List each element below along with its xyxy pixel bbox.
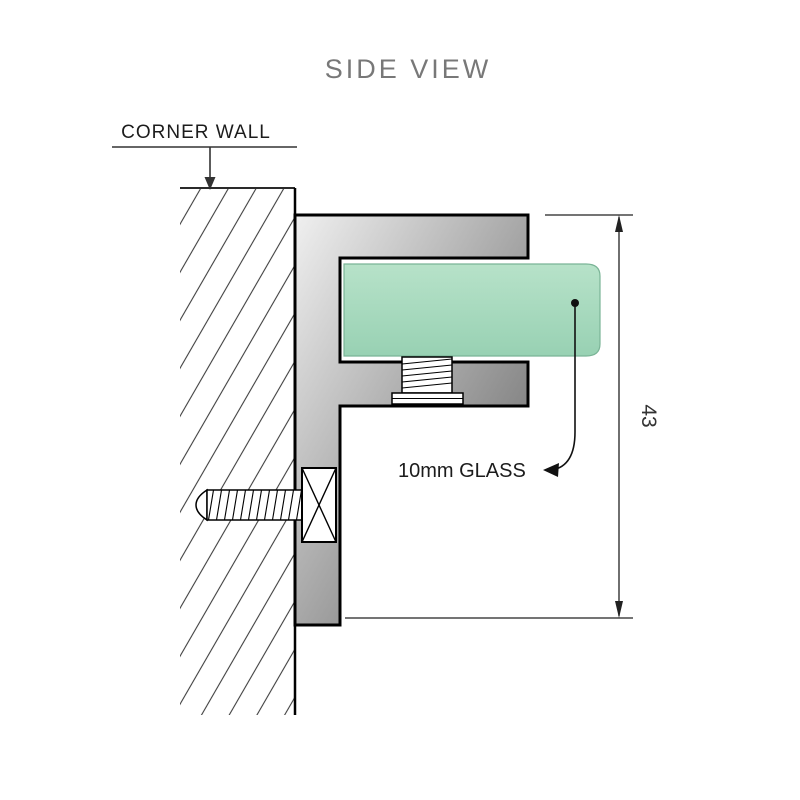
corner-wall-arrowhead-icon xyxy=(204,177,216,190)
grub-screw-thread xyxy=(401,382,453,389)
glass-panel xyxy=(343,263,601,357)
wall-screw xyxy=(195,467,337,543)
glass-clamp-bracket xyxy=(293,213,530,627)
dimension-label: 43 xyxy=(637,404,660,427)
glass-leader-arrowhead-icon xyxy=(543,463,559,477)
height-dimension: 43 xyxy=(345,214,660,619)
grub-screw-thread xyxy=(401,358,453,365)
wall-screw-threads xyxy=(206,489,303,521)
wall-screw-tip xyxy=(195,488,208,522)
glass-callout-label: 10mm GLASS xyxy=(398,460,526,482)
dimension-arrow-top-icon xyxy=(615,215,623,232)
corner-wall-label: CORNER WALL xyxy=(121,122,271,143)
dimension-arrow-bottom-icon xyxy=(615,601,623,618)
grub-screw-thread xyxy=(401,370,453,377)
grub-screw-thread xyxy=(401,364,453,371)
grub-screw xyxy=(391,356,464,405)
wall-screw-head-cross xyxy=(301,467,337,543)
grub-screw-thread xyxy=(401,376,453,383)
wall-hatching xyxy=(180,188,295,715)
page-title: SIDE VIEW xyxy=(325,54,492,84)
